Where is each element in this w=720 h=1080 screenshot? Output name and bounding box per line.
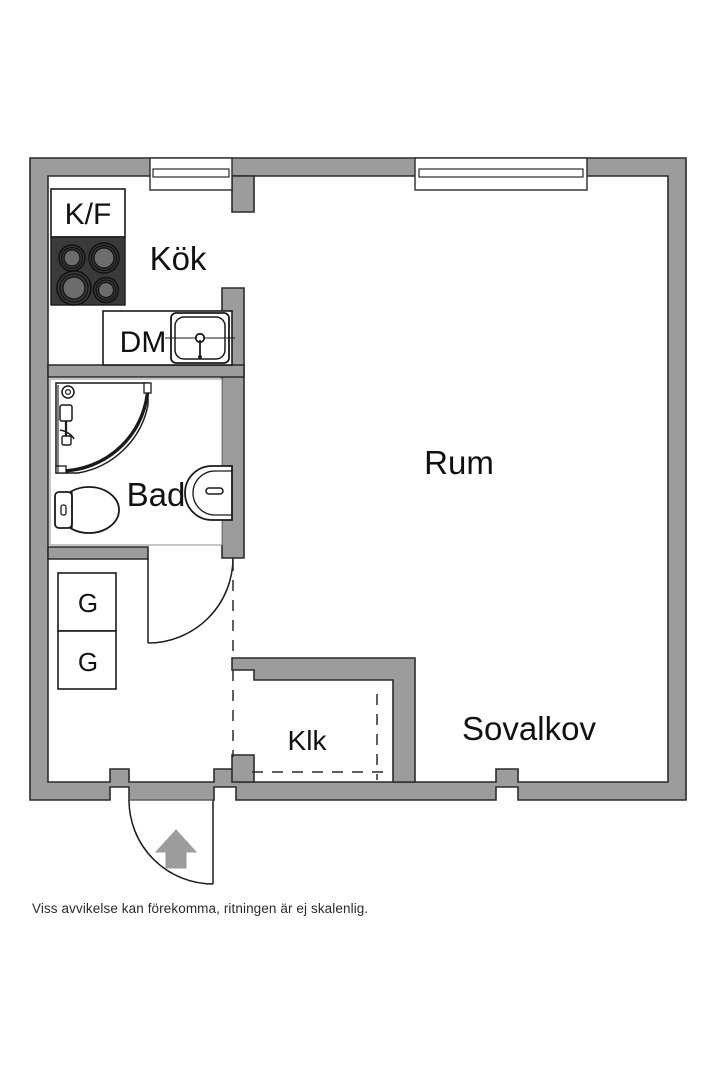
stove-icon — [50, 236, 126, 306]
label-refrigerator-freezer: K/F — [65, 198, 112, 231]
interior-wall-bath-hall — [47, 546, 149, 560]
dashed-guides — [232, 560, 392, 780]
label-bad: Bad — [127, 476, 186, 513]
plan-caption: Viss avvikelse kan förekomma, ritningen … — [32, 901, 369, 916]
label-wardrobe-g1: G — [78, 588, 98, 618]
hall-wardrobes — [57, 572, 117, 690]
refrigerator-freezer-icon — [50, 188, 126, 238]
window-room — [414, 157, 588, 191]
kitchen-fixtures — [50, 188, 235, 366]
kitchen-sink-icon — [165, 312, 235, 364]
label-dishwasher: DM — [120, 326, 167, 359]
entry-door-swing-icon — [128, 799, 214, 885]
windows-group — [149, 157, 588, 191]
wardrobe-g1-icon — [57, 572, 117, 632]
interior-wall-kitchen-stub — [231, 175, 255, 213]
interior-wall-klk — [231, 657, 416, 783]
window-kitchen — [149, 157, 233, 191]
corner-shower-icon — [55, 382, 152, 474]
interior-wall-klk-jamb — [231, 754, 255, 783]
label-wardrobe-g2: G — [78, 647, 98, 677]
washbasin-icon — [184, 465, 233, 521]
labels-group: Kök Bad Rum Sovalkov Klk K/F DM G G — [65, 198, 597, 756]
toilet-icon — [54, 486, 120, 534]
label-kok: Kök — [150, 240, 207, 277]
doors-group — [128, 557, 234, 885]
bathroom-door-swing-icon — [147, 557, 234, 644]
label-klk: Klk — [288, 725, 328, 756]
bathroom-fixtures — [49, 378, 233, 546]
wardrobe-g2-icon — [57, 630, 117, 690]
label-sovalkov: Sovalkov — [462, 710, 596, 747]
entrance-direction-arrow-icon — [154, 829, 198, 869]
interior-wall-kitchen-bath — [47, 364, 245, 378]
label-rum: Rum — [424, 444, 494, 481]
